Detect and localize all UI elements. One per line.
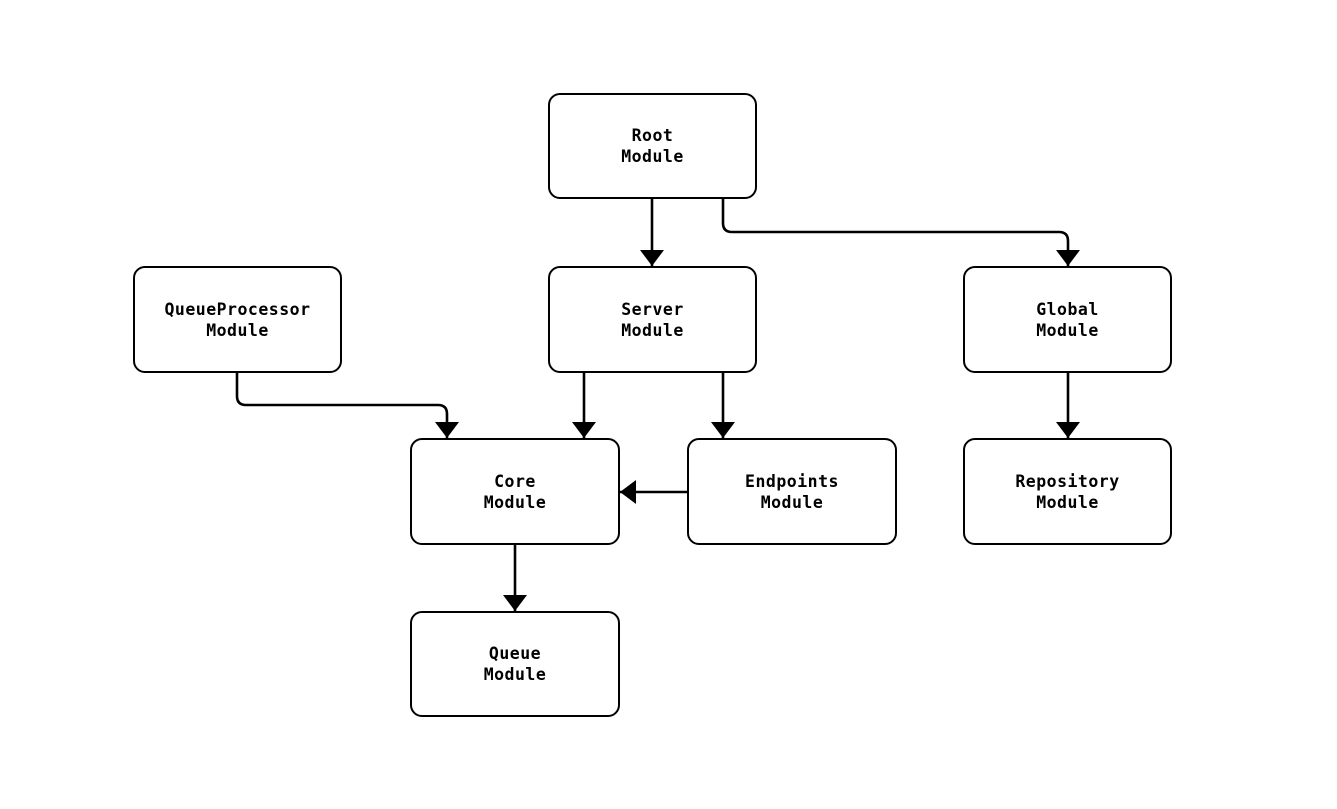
node-core-module: Core Module	[410, 438, 620, 545]
node-queueprocessor-module: QueueProcessor Module	[133, 266, 342, 373]
node-server-module: Server Module	[548, 266, 757, 373]
node-label-endpoints-module: Endpoints Module	[745, 471, 839, 512]
node-label-root-module: Root Module	[621, 126, 684, 166]
node-repository-module: Repository Module	[963, 438, 1172, 545]
node-root-module: Root Module	[548, 93, 757, 199]
node-global-module: Global Module	[963, 266, 1172, 373]
node-label-queueprocessor-module: QueueProcessor Module	[164, 299, 311, 340]
edge-root-module-to-global-module	[721, 199, 1080, 266]
node-queue-module: Queue Module	[410, 611, 620, 717]
node-endpoints-module: Endpoints Module	[687, 438, 897, 545]
node-label-core-module: Core Module	[483, 471, 547, 512]
edges-group	[235, 199, 1080, 611]
node-label-queue-module: Queue Module	[483, 644, 547, 684]
node-label-global-module: Global Module	[1036, 299, 1099, 340]
node-label-repository-module: Repository Module	[1015, 471, 1120, 512]
edge-queueprocessor-module-to-core-module	[235, 373, 459, 438]
node-label-server-module: Server Module	[621, 299, 684, 340]
